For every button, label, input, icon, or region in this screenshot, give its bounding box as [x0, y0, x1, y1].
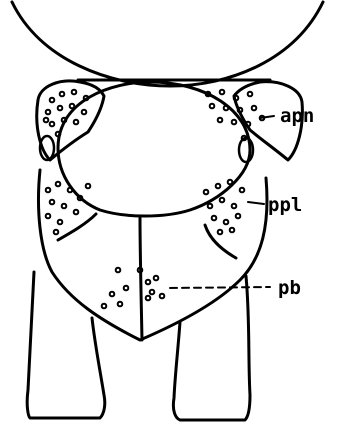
- head-outline: [12, 2, 323, 86]
- ppl-leader: [248, 202, 264, 204]
- label-pb: pb: [278, 277, 301, 299]
- left-leg: [27, 272, 105, 418]
- median-suture: [140, 218, 142, 340]
- left-anterior-lobe: [37, 81, 104, 160]
- label-ppl: ppl: [268, 194, 302, 216]
- label-apn: apn: [280, 105, 314, 127]
- right-leg: [173, 276, 250, 420]
- left-panel-edge: [58, 214, 96, 240]
- stippling: [44, 90, 265, 309]
- pb-leader: [170, 287, 270, 288]
- central-disc: [58, 82, 250, 216]
